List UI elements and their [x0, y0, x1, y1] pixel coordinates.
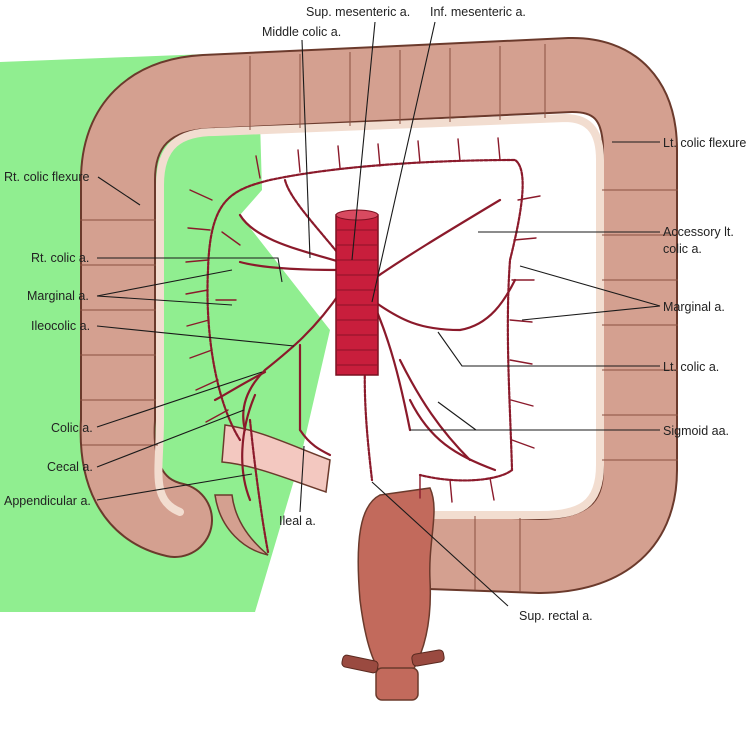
label-lt-colic-flexure: Lt. colic flexure: [663, 136, 746, 150]
aorta: [335, 209, 379, 376]
label-colic: Colic a.: [51, 421, 93, 435]
colon: [79, 37, 678, 594]
appendix: [214, 494, 269, 556]
label-sup-rectal: Sup. rectal a.: [519, 609, 593, 623]
rectal-cuff-left: [341, 654, 379, 674]
rectal-cuff-right: [411, 649, 445, 667]
colon-stripe: [154, 113, 604, 519]
leader-lines: [96, 21, 661, 607]
label-marginal-left: Marginal a.: [27, 289, 89, 303]
label-accessory-lt-colic-2: colic a.: [663, 242, 702, 256]
haustra: [80, 44, 678, 592]
label-ileocolic: Ileocolic a.: [31, 319, 90, 333]
label-appendicular: Appendicular a.: [4, 494, 91, 508]
label-sigmoid: Sigmoid aa.: [663, 424, 729, 438]
label-middle-colic: Middle colic a.: [262, 25, 341, 39]
label-ileal: Ileal a.: [279, 514, 316, 528]
label-rt-colic-flexure: Rt. colic flexure: [4, 170, 89, 184]
labels: Sup. mesenteric a. Inf. mesenteric a. Mi…: [4, 5, 746, 623]
colon-wall-fill: [81, 39, 676, 592]
label-inf-mesenteric: Inf. mesenteric a.: [430, 5, 526, 19]
label-marginal-right: Marginal a.: [663, 300, 725, 314]
label-sup-mesenteric: Sup. mesenteric a.: [306, 5, 410, 19]
label-rt-colic: Rt. colic a.: [31, 251, 89, 265]
label-cecal: Cecal a.: [47, 460, 93, 474]
marginal-artery: [206, 158, 524, 482]
rectum: [357, 487, 435, 673]
label-accessory-lt-colic-1: Accessory lt.: [663, 225, 734, 239]
ileum: [221, 424, 331, 494]
label-lt-colic: Lt. colic a.: [663, 360, 719, 374]
anal-canal: [375, 667, 419, 701]
